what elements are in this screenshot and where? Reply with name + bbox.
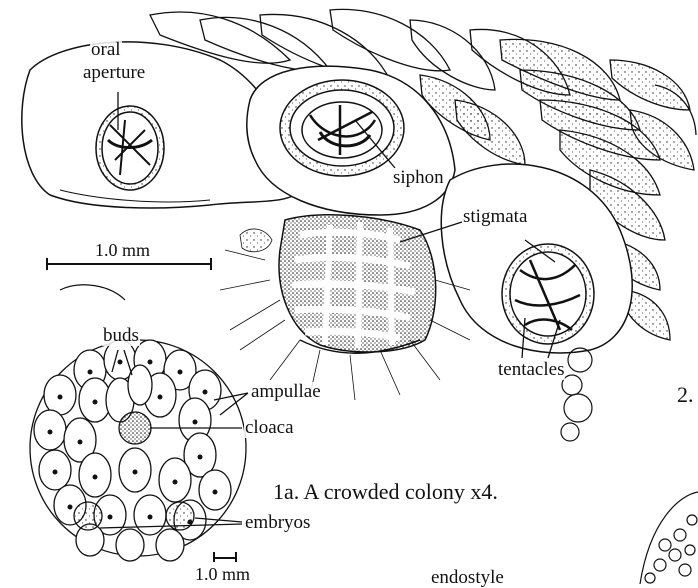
label-oral: oral <box>90 40 122 60</box>
figure-caption-1a: 1a. A crowded colony x4. <box>272 482 499 502</box>
scale-label-top: 1.0 mm <box>94 240 151 260</box>
scale-bar-bottom <box>214 552 236 562</box>
colony-1a <box>30 340 246 561</box>
label-siphon: siphon <box>392 168 445 188</box>
bubbles <box>561 348 592 441</box>
branchial-sac <box>279 215 436 353</box>
cloaca-center <box>119 412 151 444</box>
figure-number-2: 2. <box>676 385 695 405</box>
figure-2-partial <box>640 492 698 584</box>
label-tentacles: tentacles <box>497 360 565 380</box>
label-ampullae: ampullae <box>250 382 322 402</box>
label-stigmata: stigmata <box>462 207 528 227</box>
label-aperture: aperture <box>82 63 146 83</box>
label-endostyle: endostyle <box>430 568 505 588</box>
partial-arc <box>60 285 125 300</box>
label-cloaca: cloaca <box>244 418 295 438</box>
label-buds: buds <box>102 326 140 346</box>
embryo-left <box>74 502 102 530</box>
label-embryos: embryos <box>244 513 311 533</box>
scale-label-bottom: 1.0 mm <box>194 564 251 584</box>
